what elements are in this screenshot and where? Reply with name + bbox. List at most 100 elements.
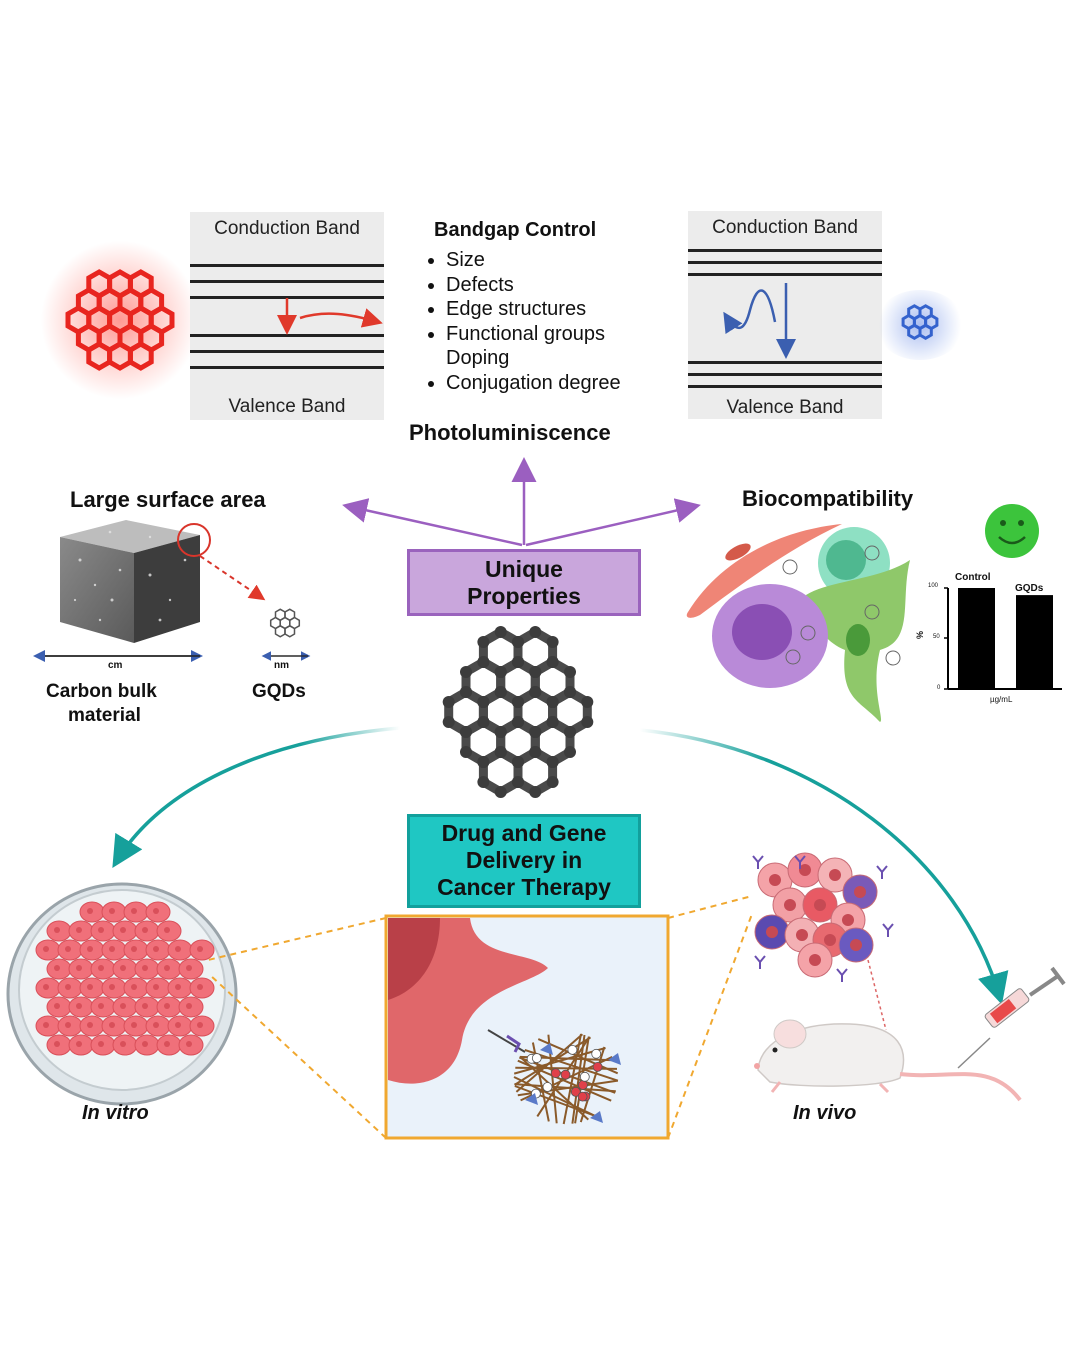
carbon-atom [564,726,576,738]
carbon-atom [495,666,507,678]
carbon-atom [460,686,472,698]
carbon-atom [512,636,524,648]
arrow-to-biocompatibility [526,506,696,545]
hexagon-ring [518,692,553,732]
cell-nucleus [43,946,49,952]
cell-nucleus [43,984,49,990]
cell-nucleus [54,927,60,933]
carbon-atom [443,716,455,728]
unique-properties-line2: Properties [410,583,638,610]
polymer-strand [520,1057,614,1060]
carbon-atom [547,636,559,648]
cell-nucleus [76,1041,82,1047]
tumor-cell [773,888,807,922]
cancer-cell [58,978,82,998]
hexagon-ring [483,752,518,792]
carbon-atom [564,686,576,698]
carbon-atom [564,726,576,738]
cancer-cell [124,978,148,998]
drug-molecule [581,1092,590,1101]
polymer-strand [515,1084,616,1091]
cell-nucleus [131,908,137,914]
drug-molecule [568,1045,577,1054]
hexagon-ring [280,618,290,629]
polymer-strand [519,1058,615,1093]
cell-nucleus [98,1041,104,1047]
cell-nucleus [131,984,137,990]
polymer-strand [564,1034,581,1124]
carbon-atom [529,626,541,638]
hexagon-ring [271,618,281,629]
carbon-atom [460,726,472,738]
surface-area-title: Large surface area [70,487,266,513]
hexagon-ring [276,609,286,620]
cancer-cell [157,997,181,1017]
drug-molecule [551,1069,560,1078]
carbon-atom [529,726,541,738]
carbon-atom [443,696,455,708]
hexagon-ring [449,692,484,732]
carbon-atom [512,696,524,708]
carbon-atom [495,786,507,798]
arrow-to-in-vivo [640,730,1000,998]
tumor-cell [798,943,832,977]
cancer-cell [102,978,126,998]
cancer-cell [91,997,115,1017]
cell-nucleus [109,1022,115,1028]
tumor-cell [785,918,819,952]
carbon-atom [495,666,507,678]
bulk-label-line2: material [68,705,141,727]
carbon-atom [495,726,507,738]
cancer-cell [113,997,137,1017]
carbon-atom [547,656,559,668]
receptor [877,866,887,879]
cell-nucleus [175,984,181,990]
carbon-atom [581,696,593,708]
tumor-cell [758,863,792,897]
polymer-strand [514,1077,595,1116]
cancer-cell [157,959,181,979]
carbon-atom [477,776,489,788]
carbon-atom [512,756,524,768]
arrow-to-surface-area [347,506,522,545]
carbon-atom [547,696,559,708]
bandgap-item: Conjugation degree [446,371,621,396]
targeting-ligand [590,1111,603,1123]
carbon-atom [495,726,507,738]
delivery-inset [386,916,668,1138]
tumor-nucleus [842,914,854,926]
cancer-cell [135,921,159,941]
cancer-cell [146,940,170,960]
bio-cells [687,524,910,722]
cell-nucleus [109,946,115,952]
carbon-atom [512,776,524,788]
cell-nucleus [175,946,181,952]
hexagon-ring [535,722,570,762]
in-vitro-label: In vitro [82,1102,149,1125]
carbon-atom [460,686,472,698]
zoom-line-left-bottom [210,975,386,1138]
cancer-cell [91,1035,115,1055]
tumor-nucleus [769,874,781,886]
tumor-cell [803,888,837,922]
hexagon-ring [483,632,518,672]
cancer-cell [91,921,115,941]
tumor-nucleus [766,926,778,938]
cancer-cell [80,902,104,922]
zoom-line-right-bottom [668,914,752,1138]
cancer-cell [135,997,159,1017]
tumor-nucleus [829,869,841,881]
cell-nucleus [109,984,115,990]
tumor-nucleus [824,934,836,946]
carbon-atom [581,716,593,728]
drug-molecule [561,1070,570,1079]
cell-nucleus [54,1003,60,1009]
polymer-strand [581,1047,605,1122]
cell-nucleus [131,1022,137,1028]
tumor-cell [839,928,873,962]
cancer-cell [146,978,170,998]
cell-nucleus [65,1022,71,1028]
bandgap-item: Functional groups [446,322,621,347]
cancer-cell [113,959,137,979]
